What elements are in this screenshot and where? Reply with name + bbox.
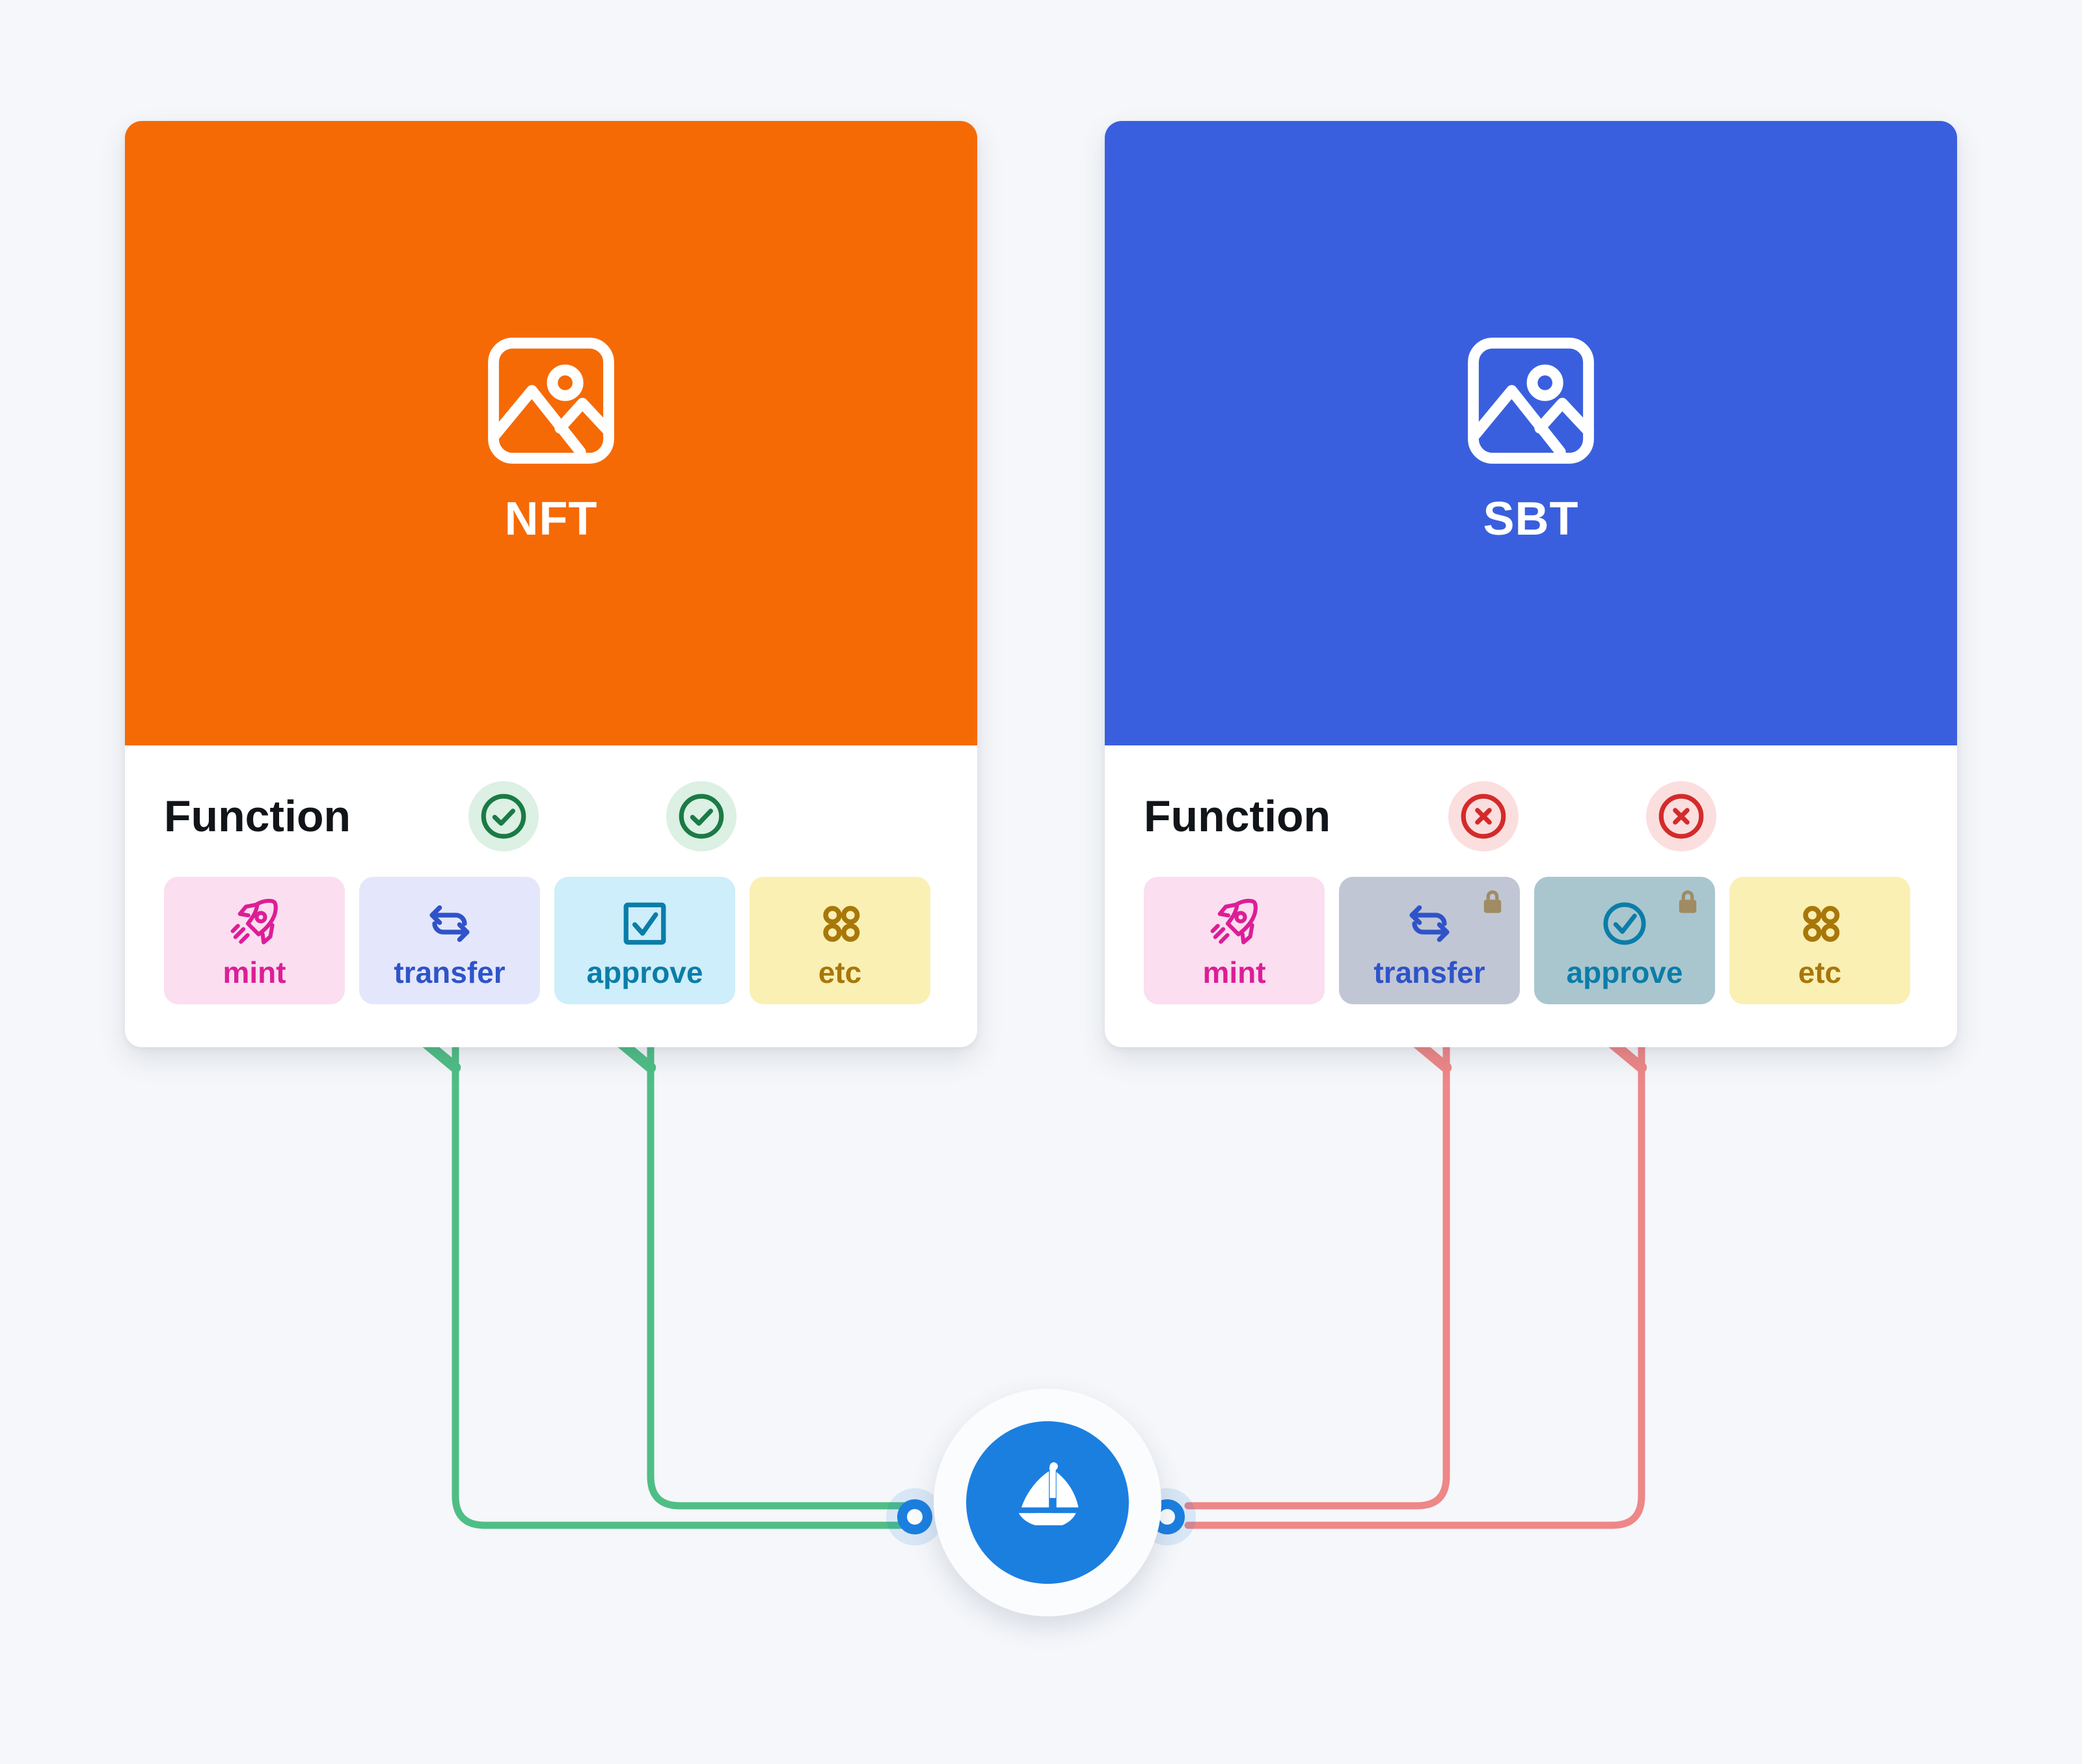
connector-nft-approve [613,1008,910,1510]
nft-function-transfer-label: transfer [394,956,506,989]
sbt-function-mint-label: mint [1202,956,1266,989]
status-badge-blocked-transfer [1448,781,1519,851]
swap-arrows-icon [1399,894,1459,954]
status-badge-allowed-approve [666,781,737,851]
sailboat-icon [999,1454,1096,1551]
sbt-card[interactable]: SBT Function [1105,121,1957,1047]
nft-card[interactable]: NFT Function [125,121,977,1047]
nft-function-mint[interactable]: mint [164,877,345,1004]
checkbox-square-icon [615,894,675,954]
image-icon [1454,324,1608,477]
marketplace-hub-node[interactable] [934,1389,1161,1616]
nft-function-transfer[interactable]: transfer [359,877,540,1004]
four-dots-icon [1790,894,1850,954]
lock-icon [1476,886,1509,920]
nft-function-mint-label: mint [223,956,286,989]
nft-function-row: mint transfer [164,877,938,1004]
connector-nft-transfer [418,1008,910,1529]
hub-disc [966,1421,1129,1584]
sbt-function-etc[interactable]: etc [1729,877,1910,1004]
nft-function-etc[interactable]: etc [750,877,930,1004]
sbt-card-body: Function [1105,745,1957,1047]
sbt-function-row: mint transfer [1144,877,1918,1004]
nft-function-header: Function [164,768,938,865]
lock-icon [1671,886,1705,920]
nft-card-hero: NFT [125,121,977,745]
sbt-function-approve[interactable]: approve [1534,877,1715,1004]
rocket-icon [224,894,284,954]
nft-function-approve-label: approve [586,956,703,989]
connector-sbt-approve [1184,1008,1647,1529]
status-badge-blocked-approve [1646,781,1716,851]
check-circle-icon [1595,894,1655,954]
nft-function-etc-label: etc [818,956,862,989]
sbt-function-transfer[interactable]: transfer [1339,877,1520,1004]
four-dots-icon [810,894,870,954]
sbt-function-approve-label: approve [1566,956,1683,989]
nft-function-approve[interactable]: approve [554,877,735,1004]
connector-sbt-transfer [1184,1008,1452,1510]
nft-hero-label: NFT [504,493,598,545]
sbt-function-etc-label: etc [1798,956,1842,989]
sbt-function-title: Function [1144,792,1331,841]
port-dot [897,1499,932,1534]
image-icon [474,324,628,477]
sbt-function-mint[interactable]: mint [1144,877,1325,1004]
sbt-function-transfer-label: transfer [1373,956,1485,989]
sbt-function-header: Function [1144,768,1918,865]
status-badge-allowed-transfer [468,781,539,851]
swap-arrows-icon [420,894,480,954]
sbt-card-hero: SBT [1105,121,1957,745]
sbt-hero-label: SBT [1483,493,1579,545]
nft-function-title: Function [164,792,351,841]
nft-card-body: Function [125,745,977,1047]
rocket-icon [1204,894,1264,954]
